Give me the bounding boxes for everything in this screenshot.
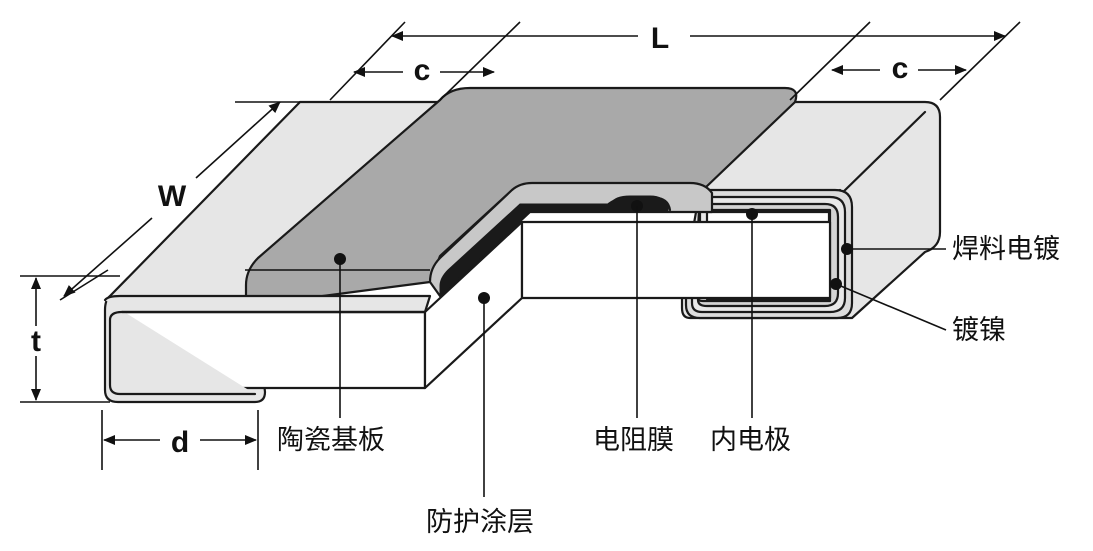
label-nickel-plating: 镀镍: [952, 315, 1006, 346]
label-protective-coating: 防护涂层: [426, 507, 534, 538]
dim-thickness: t: [31, 325, 41, 358]
dim-d: d: [171, 426, 189, 459]
dim-length: L: [651, 22, 669, 55]
leaders: [334, 200, 947, 497]
dim-width: W: [158, 180, 187, 213]
dimension-arrows: [31, 31, 1006, 445]
dim-c-left: c: [414, 54, 431, 87]
label-solder-plating: 焊料电镀: [952, 234, 1060, 265]
extension-lines: [20, 21, 1021, 470]
label-inner-electrode: 内电极: [710, 425, 791, 456]
label-ceramic-substrate: 陶瓷基板: [277, 425, 385, 456]
ceramic-substrate: [103, 220, 832, 396]
dim-c-right: c: [892, 52, 909, 85]
label-resistive-film: 电阻膜: [593, 425, 674, 456]
